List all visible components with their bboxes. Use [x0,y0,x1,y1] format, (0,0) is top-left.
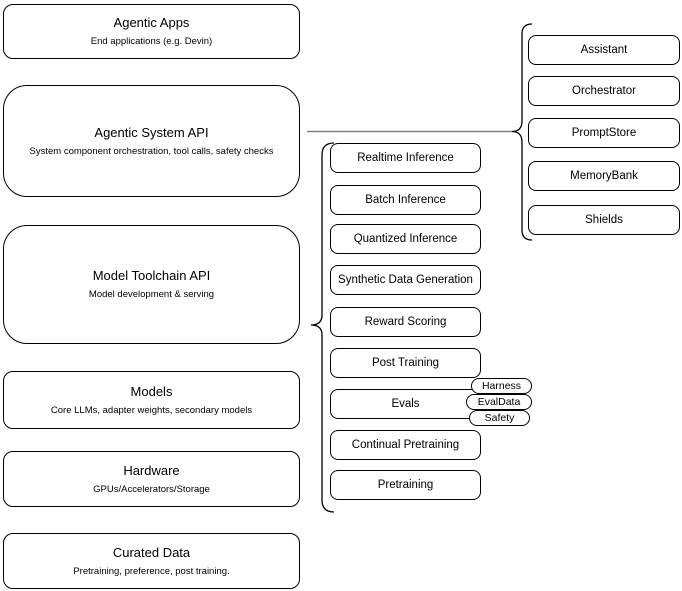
layer-subtitle: Model development & serving [88,289,215,300]
node-evals: Evals [330,389,481,419]
node-quantized-inference: Quantized Inference [330,224,481,254]
layer-title: Agentic System API [94,124,209,140]
layer-box-hardware: Hardware GPUs/Accelerators/Storage [3,451,300,507]
pill-evaldata: EvalData [466,394,532,410]
layer-title: Models [130,383,173,399]
pill-harness: Harness [471,378,532,394]
layer-subtitle: End applications (e.g. Devin) [90,36,213,47]
layer-box-agentic-apps: Agentic Apps End applications (e.g. Devi… [3,4,300,59]
node-reward-scoring: Reward Scoring [330,307,481,337]
node-pretraining: Pretraining [330,470,481,500]
node-post-training: Post Training [330,348,481,378]
pill-safety: Safety [469,410,530,426]
layer-box-model-toolchain-api: Model Toolchain API Model development & … [3,225,300,344]
layer-subtitle: GPUs/Accelerators/Storage [93,483,210,495]
layer-subtitle: System component orchestration, tool cal… [29,145,274,157]
node-promptstore: PromptStore [528,118,680,148]
layer-subtitle: Core LLMs, adapter weights, secondary mo… [50,404,253,416]
layer-box-curated-data: Curated Data Pretraining, preference, po… [3,533,300,589]
node-realtime-inference: Realtime Inference [330,143,481,173]
layer-title: Hardware [123,462,180,478]
node-memorybank: MemoryBank [528,161,680,191]
node-batch-inference: Batch Inference [330,185,481,215]
layer-title: Agentic Apps [113,15,190,30]
layer-subtitle: Pretraining, preference, post training. [73,565,230,577]
layer-box-agentic-system-api: Agentic System API System component orch… [3,85,300,197]
node-assistant: Assistant [528,35,680,65]
node-shields: Shields [528,205,680,235]
layer-title: Curated Data [112,544,191,560]
node-orchestrator: Orchestrator [528,76,680,106]
layer-title: Model Toolchain API [92,268,211,283]
node-continual-pretraining: Continual Pretraining [330,430,481,460]
node-synthetic-data-generation: Synthetic Data Generation [330,265,481,295]
layer-box-models: Models Core LLMs, adapter weights, secon… [3,371,300,429]
